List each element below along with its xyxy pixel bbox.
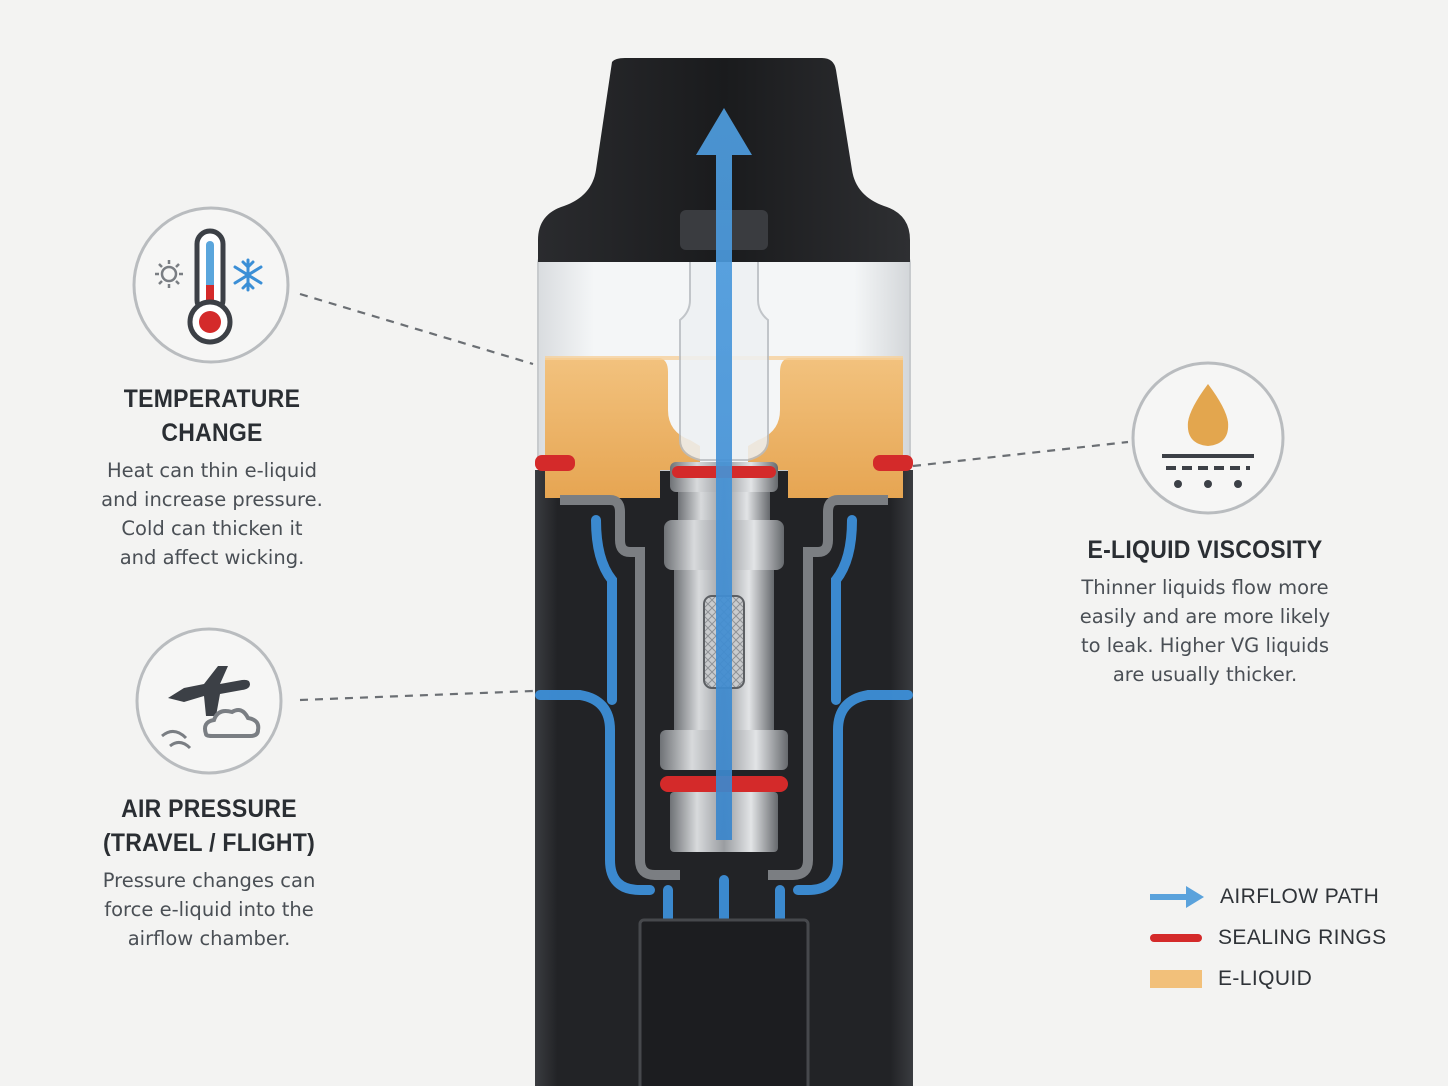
cloud-icon xyxy=(203,708,261,738)
sun-icon xyxy=(155,260,183,288)
sealing-ring-right xyxy=(873,455,913,471)
viscosity-line: are usually thicker. xyxy=(1112,663,1298,686)
snowflake-icon xyxy=(233,258,263,292)
air-pressure-subtitle: (TRAVEL / FLIGHT) xyxy=(102,829,316,857)
e-liquid-fill-right xyxy=(748,358,903,498)
thermometer-icon xyxy=(132,206,290,364)
battery-block xyxy=(638,918,810,1086)
e-liquid-fill xyxy=(545,358,700,498)
air-pressure-title: AIR PRESSURE xyxy=(121,795,297,823)
droplet-icon xyxy=(1187,384,1229,446)
viscosity-line: to leak. Higher VG liquids xyxy=(1080,634,1330,657)
temperature-line: Cold can thicken it xyxy=(121,517,303,540)
legend-item-seals: SEALING RINGS xyxy=(1150,926,1387,950)
inner-housing-right xyxy=(768,495,888,880)
viscosity-line: easily and are more likely xyxy=(1079,605,1331,628)
swatch-icon xyxy=(1150,970,1202,988)
arrow-icon xyxy=(1150,886,1204,908)
temperature-line: and increase pressure. xyxy=(101,488,323,511)
legend-item-liquid: E-LIQUID xyxy=(1150,967,1312,991)
legend-item-airflow: AIRFLOW PATH xyxy=(1150,884,1379,910)
droplet-viscosity-icon xyxy=(1131,361,1285,515)
legend-label: E-LIQUID xyxy=(1218,967,1313,990)
legend-label: SEALING RINGS xyxy=(1218,926,1387,949)
legend-label: AIRFLOW PATH xyxy=(1220,885,1380,908)
sealing-ring-left xyxy=(535,455,575,471)
temperature-body: Heat can thin e-liquid and increase pres… xyxy=(60,456,364,572)
temperature-line: and affect wicking. xyxy=(119,546,305,569)
airplane-icon xyxy=(135,627,283,775)
viscosity-body: Thinner liquids flow more easily and are… xyxy=(1050,573,1360,689)
viscosity-title: E-LIQUID VISCOSITY xyxy=(1087,536,1323,564)
airflow-channels xyxy=(535,515,913,923)
line-icon xyxy=(1150,934,1202,942)
air-pressure-body: Pressure changes can force e-liquid into… xyxy=(60,866,358,953)
air-pressure-line: force e-liquid into the xyxy=(104,898,314,921)
air-pressure-label: AIR PRESSURE (TRAVEL / FLIGHT) Pressure … xyxy=(60,792,358,953)
temperature-line: Heat can thin e-liquid xyxy=(106,459,318,482)
airflow-arrow xyxy=(696,108,752,840)
temperature-title: TEMPERATURE CHANGE xyxy=(123,385,301,447)
temperature-label: TEMPERATURE CHANGE Heat can thin e-liqui… xyxy=(60,382,364,572)
air-pressure-line: Pressure changes can xyxy=(102,869,316,892)
air-pressure-line: airflow chamber. xyxy=(127,927,291,950)
viscosity-line: Thinner liquids flow more xyxy=(1081,576,1329,599)
leader-lines xyxy=(299,292,1129,702)
inner-housing-left xyxy=(560,495,680,880)
viscosity-label: E-LIQUID VISCOSITY Thinner liquids flow … xyxy=(1050,533,1360,689)
